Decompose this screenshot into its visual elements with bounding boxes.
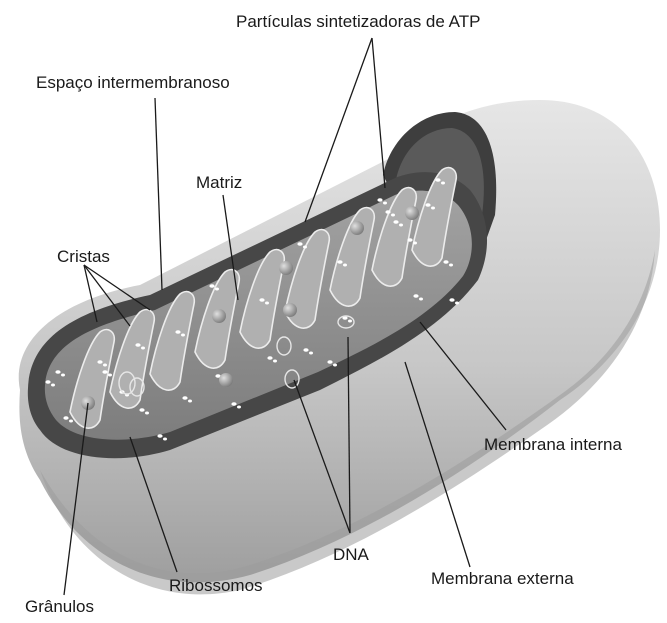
ribosome-dot-27: [231, 402, 236, 406]
ribosome-dot-19: [407, 238, 412, 242]
granule-5: [350, 221, 364, 235]
ribosome-dot-b-3: [103, 364, 107, 367]
ribosome-dot-11: [259, 298, 264, 302]
ribosome-dot-6: [139, 408, 144, 412]
ribosome-dot-15: [337, 260, 342, 264]
ribosome-dot-b-13: [303, 246, 307, 249]
ribosome-dot-b-18: [391, 214, 395, 217]
leader-intermembrane: [155, 98, 162, 290]
ribosome-dot-b-29: [399, 224, 403, 227]
ribosome-dot-9: [209, 284, 214, 288]
label-matrix: Matriz: [196, 173, 242, 192]
ribosome-dot-25: [63, 416, 68, 420]
ribosome-dot-b-21: [441, 182, 445, 185]
ribosome-dot-b-6: [145, 412, 149, 415]
label-outer-membrane: Membrana externa: [431, 569, 574, 588]
ribosome-dot-22: [443, 260, 448, 264]
ribosome-dot-7: [175, 330, 180, 334]
ribosome-dot-b-7: [181, 334, 185, 337]
ribosome-dot-b-11: [265, 302, 269, 305]
ribosome-dot-b-26: [163, 438, 167, 441]
ribosome-dot-30: [425, 203, 430, 207]
granule-2: [212, 309, 226, 323]
ribosome-dot-b-8: [188, 400, 192, 403]
ribosome-dot-b-22: [449, 264, 453, 267]
ribosome-dot-26: [157, 434, 162, 438]
ribosome-dot-13: [297, 242, 302, 246]
ribosome-dot-b-23: [455, 302, 459, 305]
granule-4: [279, 261, 293, 275]
ribosome-dot-12: [267, 356, 272, 360]
ribosome-dot-14: [303, 348, 308, 352]
ribosome-dot-29: [393, 220, 398, 224]
ribosome-dot-b-16: [348, 320, 352, 323]
ribosome-dot-20: [413, 294, 418, 298]
ribosome-dot-4: [102, 370, 107, 374]
label-granules: Grânulos: [25, 597, 94, 616]
ribosome-dot-b-2: [61, 374, 65, 377]
granule-7: [283, 303, 297, 317]
ribosome-dot-28: [327, 360, 332, 364]
label-ribosomes: Ribossomos: [169, 576, 263, 595]
ribosome-dot-18: [385, 210, 390, 214]
ribosome-dot-b-25: [69, 420, 73, 423]
ribosome-dot-b-27: [237, 406, 241, 409]
ribosome-dot-17: [377, 198, 382, 202]
ribosome-dot-b-14: [309, 352, 313, 355]
label-dna: DNA: [333, 545, 370, 564]
label-atp-particles: Partículas sintetizadoras de ATP: [236, 12, 480, 31]
label-cristae: Cristas: [57, 247, 110, 266]
ribosome-dot-b-5: [141, 347, 145, 350]
ribosome-dot-b-1: [51, 384, 55, 387]
ribosome-dot-2: [55, 370, 60, 374]
ribosome-dot-b-17: [383, 202, 387, 205]
ribosome-dot-23: [449, 298, 454, 302]
ribosome-dot-8: [182, 396, 187, 400]
ribosome-dot-3: [97, 360, 102, 364]
ribosome-dot-b-28: [333, 364, 337, 367]
ribosome-dot-b-4: [108, 374, 112, 377]
label-intermembrane-space: Espaço intermembranoso: [36, 73, 230, 92]
ribosome-dot-21: [435, 178, 440, 182]
ribosome-dot-5: [135, 343, 140, 347]
ribosome-dot-1: [45, 380, 50, 384]
granule-3: [219, 373, 233, 387]
ribosome-dot-b-30: [431, 207, 435, 210]
ribosome-dot-b-9: [215, 288, 219, 291]
granule-6: [405, 206, 419, 220]
ribosome-dot-b-19: [413, 242, 417, 245]
ribosome-dot-b-15: [343, 264, 347, 267]
ribosome-dot-b-20: [419, 298, 423, 301]
label-inner-membrane: Membrana interna: [484, 435, 623, 454]
ribosome-dot-b-12: [273, 360, 277, 363]
